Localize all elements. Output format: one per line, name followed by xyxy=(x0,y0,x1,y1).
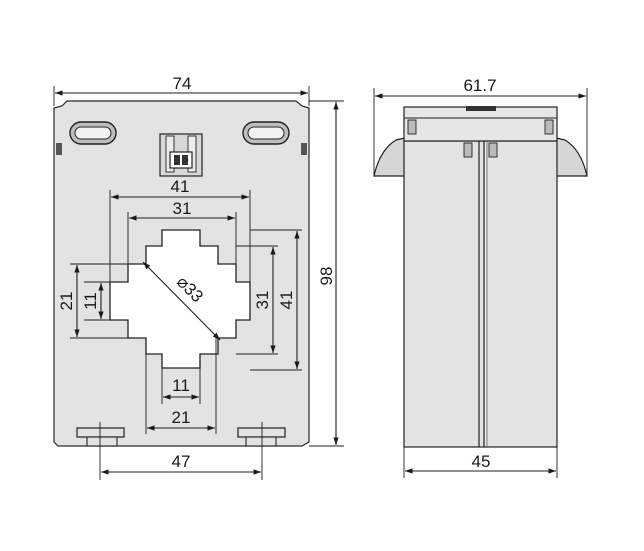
top-width-label: 61.7 xyxy=(463,76,496,95)
secondary-terminal xyxy=(159,133,203,177)
left-foot xyxy=(76,427,125,447)
left-outer-height-label: 21 xyxy=(57,292,76,311)
right-foot xyxy=(237,427,286,447)
left-inner-height-label: 11 xyxy=(81,292,100,310)
right-mounting-slot xyxy=(242,121,290,145)
bottom-outer-width-label: 21 xyxy=(172,408,191,427)
left-side-clip xyxy=(56,143,62,155)
diameter-line xyxy=(142,261,221,341)
top-cap xyxy=(403,106,558,142)
front-view: 74 98 41 31 ⌀33 21 11 31 xyxy=(53,74,344,480)
window-inner-width-label: 31 xyxy=(173,199,192,218)
left-wing xyxy=(373,137,406,177)
body-width-label: 45 xyxy=(472,452,491,471)
right-outer-height-label: 41 xyxy=(277,291,296,310)
window-outer-width-label: 41 xyxy=(171,177,190,196)
height-label: 98 xyxy=(317,267,336,286)
right-inner-height-label: 31 xyxy=(253,291,272,310)
width-label: 74 xyxy=(173,74,192,93)
mounting-distance-label: 47 xyxy=(172,452,191,471)
right-side-clip xyxy=(301,143,307,155)
side-view: 61.7 45 xyxy=(373,76,588,478)
right-wing xyxy=(555,137,588,177)
bottom-inner-width-label: 11 xyxy=(172,376,190,395)
left-mounting-slot xyxy=(69,121,117,145)
side-body xyxy=(403,140,558,448)
